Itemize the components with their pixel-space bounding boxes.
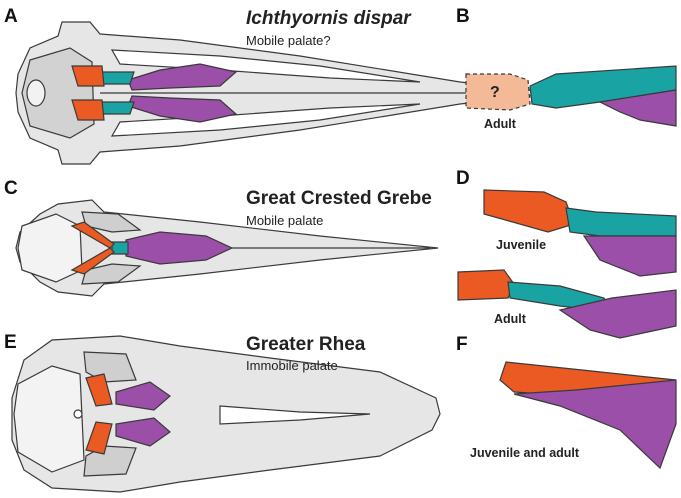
- detail-d-juvenile-palatine: [584, 236, 676, 276]
- title-e: Greater Rhea: [246, 334, 365, 356]
- detail-d: [458, 190, 676, 338]
- skull-c-grebe: [16, 200, 438, 296]
- stage-label-d-juvenile: Juvenile: [496, 238, 546, 252]
- subtitle-c: Mobile palate: [246, 213, 323, 228]
- panel-letter-e: E: [4, 332, 17, 354]
- stage-label-f: Juvenile and adult: [470, 446, 579, 460]
- panel-letter-a: A: [4, 6, 18, 28]
- skull-c-braincase: [18, 214, 82, 282]
- subtitle-e: Immobile palate: [246, 358, 338, 373]
- stage-label-b: Adult: [484, 117, 516, 131]
- title-a: Ichthyornis dispar: [246, 8, 411, 30]
- title-c: Great Crested Grebe: [246, 188, 432, 210]
- skull-e-foramen: [74, 410, 82, 418]
- panel-letter-b: B: [456, 6, 470, 28]
- skull-e-rhea: [12, 336, 440, 492]
- panel-letter-d: D: [456, 168, 470, 190]
- subtitle-a: Mobile palate?: [246, 33, 331, 48]
- unknown-mark-b: ?: [490, 84, 500, 102]
- skull-a-condyle: [27, 80, 45, 106]
- stage-label-d-adult: Adult: [494, 312, 526, 326]
- skull-e-braincase: [14, 366, 84, 472]
- detail-d-juvenile-pterygoid: [566, 208, 676, 236]
- detail-d-juvenile-quadrate: [484, 190, 574, 232]
- panel-letter-c: C: [4, 178, 18, 200]
- panel-letter-f: F: [456, 334, 468, 356]
- detail-d-adult-quadrate: [458, 270, 514, 300]
